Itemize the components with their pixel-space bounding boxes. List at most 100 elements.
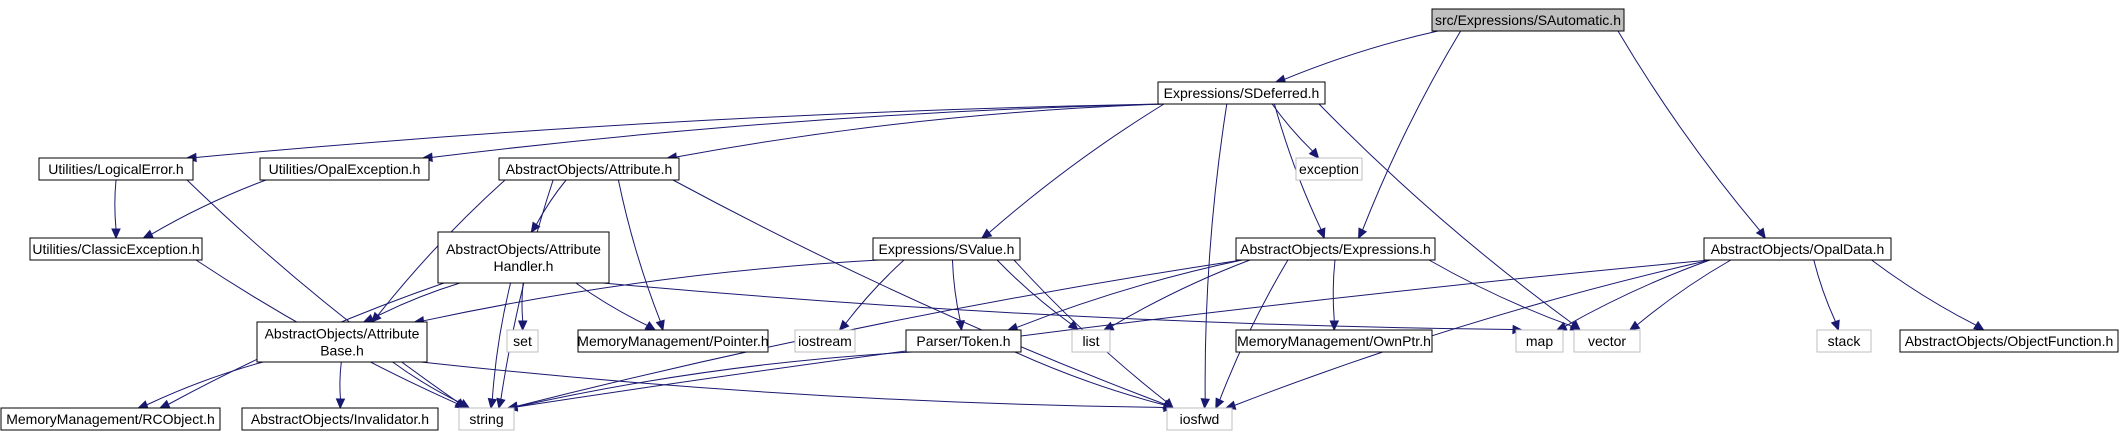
edge-svalue-to-iostream [845, 259, 905, 324]
node-attributehandler-label-0: AbstractObjects/Attribute [446, 241, 601, 257]
node-logicalerror[interactable]: Utilities/LogicalError.h [38, 157, 194, 181]
node-rcobject[interactable]: MemoryManagement/RCObject.h [0, 407, 221, 431]
edge-expressions-to-vector [1428, 259, 1573, 327]
arrowhead-svalue-to-list [1067, 320, 1079, 331]
edge-sautomatic-to-expressions [1362, 30, 1462, 231]
edge-expressions-to-token [1016, 259, 1243, 328]
node-attributebase-box [256, 321, 428, 363]
node-rcobject-box [0, 407, 221, 431]
node-svalue[interactable]: Expressions/SValue.h [872, 237, 1021, 261]
arrowhead-attributehandler-to-attributebase [362, 314, 375, 323]
node-exception-box [1295, 157, 1363, 181]
edge-opaldata-to-objectfunction [1871, 259, 1977, 326]
node-sdeferred[interactable]: Expressions/SDeferred.h [1157, 81, 1326, 105]
node-expressions-label-0: AbstractObjects/Expressions.h [1240, 241, 1431, 257]
edge-sdeferred-to-iosfwd [1204, 103, 1228, 400]
node-exception: exception [1295, 157, 1363, 181]
edge-attributebase-to-invalidator [339, 361, 342, 400]
node-attribute[interactable]: AbstractObjects/Attribute.h [498, 157, 680, 181]
edge-token-to-iosfwd [1014, 351, 1165, 406]
edge-attributebase-to-rcobject [146, 361, 264, 406]
edge-expressions-to-ownptr [1332, 259, 1336, 322]
node-opaldata-box [1703, 237, 1892, 261]
node-invalidator-label-0: AbstractObjects/Invalidator.h [251, 411, 429, 427]
node-iosfwd-box [1166, 407, 1233, 431]
node-expressions[interactable]: AbstractObjects/Expressions.h [1235, 237, 1436, 261]
node-list-box [1071, 329, 1111, 353]
node-attributehandler-box [437, 231, 610, 284]
edge-token-to-string [516, 351, 913, 408]
edge-opaldata-to-vector [1636, 259, 1732, 326]
arrowhead-sdeferred-to-exception [1308, 147, 1320, 159]
node-set-label-0: set [513, 333, 532, 349]
edge-opaldata-to-map [1564, 259, 1711, 327]
edge-layer [111, 30, 1985, 413]
arrowhead-attributehandler-to-pointer [644, 321, 657, 331]
arrowhead-svalue-to-token [955, 319, 965, 332]
edge-sdeferred-to-attribute [676, 103, 1165, 158]
arrowhead-attribute-to-pointer [655, 319, 665, 332]
arrowhead-attributebase-to-string [458, 399, 471, 409]
node-set: set [506, 329, 539, 353]
node-iostream-label-0: iostream [798, 333, 852, 349]
node-stack-box [1816, 329, 1872, 353]
edge-expressions-to-iosfwd [1219, 259, 1289, 401]
arrowhead-logicalerror-to-classicexception [111, 228, 121, 240]
edge-sdeferred-to-logicalerror [195, 103, 1165, 159]
node-opalexception[interactable]: Utilities/OpalException.h [259, 157, 430, 181]
node-classicexception[interactable]: Utilities/ClassicException.h [29, 237, 203, 261]
node-map-label-0: map [1526, 333, 1553, 349]
edge-attributehandler-to-pointer [575, 282, 648, 326]
node-exception-label-0: exception [1299, 161, 1359, 177]
arrowhead-expressions-to-ownptr [1329, 320, 1340, 332]
node-sautomatic[interactable]: src/Expressions/SAutomatic.h [1431, 8, 1625, 32]
node-vector-label-0: vector [1588, 333, 1626, 349]
node-map-box [1515, 329, 1564, 353]
node-stack: stack [1816, 329, 1872, 353]
edge-attribute-to-iosfwd [672, 179, 1165, 405]
node-attributehandler-label-1: Handler.h [494, 258, 554, 274]
edge-opaldata-to-stack [1813, 259, 1836, 322]
edge-svalue-to-list [996, 259, 1072, 325]
arrowhead-opaldata-to-objectfunction [1973, 320, 1985, 331]
node-sautomatic-box [1431, 8, 1625, 32]
arrowhead-attributebase-to-invalidator [335, 398, 346, 410]
node-token[interactable]: Parser/Token.h [905, 329, 1022, 353]
edge-logicalerror-to-classicexception [114, 179, 117, 230]
edge-opalexception-to-classicexception [151, 179, 267, 235]
node-pointer-label-0: MemoryManagement/Pointer.h [577, 333, 768, 349]
node-invalidator-box [241, 407, 439, 431]
edge-svalue-to-attributebase [423, 259, 880, 322]
node-opaldata[interactable]: AbstractObjects/OpalData.h [1703, 237, 1892, 261]
node-ownptr-label-0: MemoryManagement/OwnPtr.h [1237, 333, 1431, 349]
node-objectfunction-box [1899, 329, 2119, 353]
arrowhead-sdeferred-to-expressions [1316, 227, 1326, 240]
edge-sdeferred-to-expressions [1273, 103, 1322, 230]
edge-attributehandler-to-set [521, 282, 524, 322]
arrowhead-sautomatic-to-opaldata [1755, 227, 1766, 240]
edge-logicalerror-to-string [186, 179, 459, 403]
node-classicexception-label-0: Utilities/ClassicException.h [32, 241, 199, 257]
edge-attributebase-to-iosfwd [420, 361, 1165, 408]
node-classicexception-box [29, 237, 203, 261]
arrowhead-expressions-to-iosfwd [1215, 397, 1225, 410]
node-vector: vector [1573, 329, 1641, 353]
node-objectfunction[interactable]: AbstractObjects/ObjectFunction.h [1899, 329, 2119, 353]
arrowhead-attribute-to-attributehandler [530, 221, 541, 234]
node-rcobject-label-0: MemoryManagement/RCObject.h [6, 411, 215, 427]
node-iosfwd: iosfwd [1166, 407, 1233, 431]
node-string: string [458, 407, 515, 431]
node-iostream-box [794, 329, 856, 353]
node-attributebase-label-1: Base.h [320, 343, 364, 359]
node-ownptr-box [1235, 329, 1433, 353]
node-pointer[interactable]: MemoryManagement/Pointer.h [577, 329, 769, 353]
arrowhead-svalue-to-iostream [838, 319, 850, 331]
edge-attributehandler-to-string [491, 282, 512, 400]
node-ownptr[interactable]: MemoryManagement/OwnPtr.h [1235, 329, 1433, 353]
node-invalidator[interactable]: AbstractObjects/Invalidator.h [241, 407, 439, 431]
node-sdeferred-box [1157, 81, 1326, 105]
arrowhead-sdeferred-to-svalue [980, 228, 993, 239]
